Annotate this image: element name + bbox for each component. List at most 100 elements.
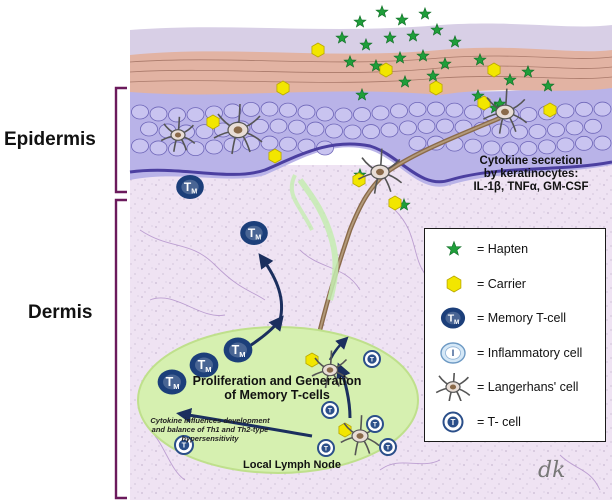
langerhans-cell-icon <box>340 415 380 456</box>
svg-text:I: I <box>452 348 455 358</box>
svg-text:M: M <box>173 382 179 391</box>
svg-text:T: T <box>386 444 391 451</box>
lymphatic-vessel <box>297 178 339 301</box>
keratinocyte <box>205 139 223 155</box>
carrier-hexagon-icon <box>487 62 501 78</box>
keratinocyte <box>417 118 436 134</box>
legend-label: = Inflammatory cell <box>477 345 583 360</box>
keratinocyte <box>353 107 371 122</box>
tcell-icon: T <box>174 435 194 455</box>
hapten-star-icon <box>418 6 432 20</box>
langerhans-cell-icon <box>357 148 403 194</box>
dermis-label: Dermis <box>28 302 93 323</box>
keratinocyte <box>538 139 556 155</box>
svg-text:T: T <box>370 356 375 363</box>
keratinocyte <box>149 140 168 156</box>
hapten-star-icon <box>375 4 389 18</box>
hapten-star-icon <box>430 22 444 36</box>
keratinocyte <box>316 106 334 122</box>
legend-label: = Hapten <box>477 242 529 256</box>
inflammatory-cell-icon: I <box>440 341 466 364</box>
tcell-icon: T <box>366 415 384 433</box>
legend-label: = Carrier <box>477 276 526 291</box>
keratinocyte <box>186 107 205 122</box>
hapten-star-icon <box>473 52 487 66</box>
carrier-hexagon-icon <box>388 195 402 211</box>
svg-text:M: M <box>191 187 197 196</box>
legend-item: = Hapten <box>433 235 528 263</box>
keratinocyte <box>390 103 408 119</box>
arrow-node-to-memory <box>247 315 284 349</box>
tcell-icon: T <box>433 408 475 436</box>
keratinocyte <box>168 141 186 157</box>
keratinocyte <box>334 107 353 123</box>
hapten-star-icon <box>335 30 349 44</box>
keratinocyte <box>288 119 306 135</box>
hapten-star-icon <box>395 12 409 26</box>
hapten-star-icon <box>369 58 383 72</box>
epidermis-label: Epidermis <box>4 129 96 150</box>
legend-label: = Langerhans' cell <box>477 380 579 394</box>
keratinocyte <box>584 118 602 134</box>
svg-text:T: T <box>182 441 187 450</box>
hapten-star-icon <box>343 54 357 68</box>
carrier-hexagon-icon <box>268 148 282 164</box>
carrier-hexagon-icon <box>379 62 393 78</box>
lymph-node-note: Cytokine influences development and bala… <box>130 416 290 443</box>
keratinocyte <box>186 141 205 156</box>
epidermis-bracket <box>114 86 127 194</box>
keratinocyte <box>575 101 593 117</box>
keratinocyte <box>408 135 427 151</box>
keratinocyte <box>168 107 186 123</box>
hapten-star-icon <box>359 37 373 51</box>
keratinocyte <box>528 124 547 139</box>
node-note-line-2: and balance of Th1 and Th2-type <box>151 425 269 434</box>
hapten-star-icon <box>353 14 367 28</box>
keratinocyte <box>260 135 279 151</box>
hapten-star-icon <box>503 72 517 86</box>
legend-item: = Langerhans' cell <box>433 373 578 401</box>
svg-text:T: T <box>373 421 378 428</box>
keratinocyte <box>242 101 260 117</box>
keratinocyte <box>343 124 362 140</box>
svg-text:T: T <box>166 375 174 389</box>
hapten-star-icon <box>471 88 485 102</box>
langerhans-cell-icon <box>435 373 471 401</box>
keratinocyte <box>371 105 390 121</box>
tcell-icon: T <box>317 439 335 457</box>
legend-item: = Carrier <box>433 270 526 298</box>
keratinocyte <box>279 102 297 118</box>
hapten-star-icon <box>448 34 462 48</box>
keratinocyte <box>427 101 445 117</box>
keratinocyte <box>242 135 260 151</box>
hapten-star-icon <box>426 68 440 82</box>
legend-item: I = Inflammatory cell <box>433 339 582 367</box>
hapten-star-icon <box>416 48 430 62</box>
carrier-hexagon-icon <box>446 275 462 292</box>
keratinocyte <box>445 102 464 118</box>
tcell-icon: T <box>321 401 339 419</box>
star-icon <box>433 235 475 263</box>
carrier-hexagon-icon <box>305 352 319 368</box>
carrier-hexagon-icon <box>276 80 290 96</box>
tcell-icon: T <box>363 350 381 368</box>
hapten-star-icon <box>438 56 452 70</box>
keratinocyte <box>131 104 149 120</box>
svg-text:T: T <box>184 180 192 194</box>
keratinocyte <box>306 121 325 137</box>
svg-text:T: T <box>248 226 256 240</box>
keratinocyte <box>510 124 528 140</box>
keratinocyte <box>408 101 427 117</box>
carrier-hexagon-icon <box>477 95 491 111</box>
langerhans-cells <box>160 88 528 456</box>
legend-item: T= T- cell <box>433 408 521 436</box>
carrier-hexagon-icon <box>311 42 325 58</box>
inflammatory-cell-icon: I <box>433 339 475 367</box>
hexagon-icon <box>433 270 475 298</box>
